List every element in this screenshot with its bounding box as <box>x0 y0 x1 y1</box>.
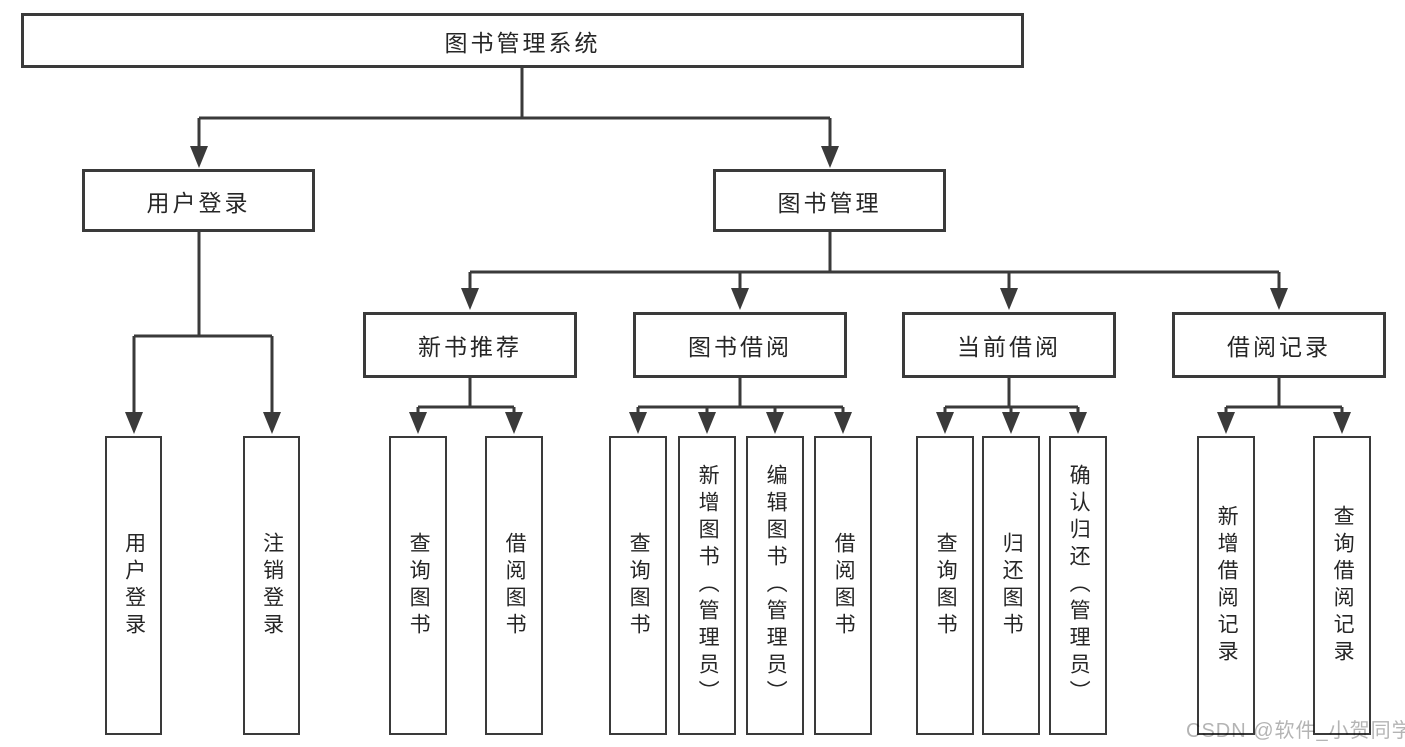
node-label: 借阅图书 <box>503 531 527 640</box>
node-label: 编辑图书（管理员） <box>764 464 788 707</box>
node-label: 查询图书 <box>627 531 651 640</box>
leaf-query-books-recommend: 查询图书 <box>389 436 447 735</box>
node-label: 图书借阅 <box>688 334 792 360</box>
node-user-login: 用户登录 <box>82 169 315 232</box>
node-label: 新增图书（管理员） <box>696 464 720 707</box>
leaf-borrow-books: 借阅图书 <box>814 436 872 735</box>
node-label: 查询借阅记录 <box>1331 504 1355 667</box>
node-label: 注销登录 <box>260 531 284 640</box>
node-book-management: 图书管理 <box>713 169 946 232</box>
leaf-borrow-books-recommend: 借阅图书 <box>485 436 543 735</box>
node-new-book-recommend: 新书推荐 <box>363 312 577 378</box>
node-label: 借阅记录 <box>1227 334 1331 360</box>
leaf-add-borrow-record: 新增借阅记录 <box>1197 436 1255 735</box>
node-current-borrowing: 当前借阅 <box>902 312 1116 378</box>
node-label: 用户登录 <box>146 189 251 216</box>
node-label: 新书推荐 <box>418 334 522 360</box>
leaf-query-books-current: 查询图书 <box>916 436 974 735</box>
node-label: 归还图书 <box>1000 531 1024 640</box>
leaf-confirm-return-admin: 确认归还（管理员） <box>1049 436 1107 735</box>
leaf-add-book-admin: 新增图书（管理员） <box>678 436 736 735</box>
leaf-query-books-borrowing: 查询图书 <box>609 436 667 735</box>
node-borrowing-records: 借阅记录 <box>1172 312 1386 378</box>
node-label: 新增借阅记录 <box>1215 504 1239 667</box>
csdn-watermark: CSDN @软件_小贺同学 <box>1186 720 1405 742</box>
node-label: 确认归还（管理员） <box>1067 464 1091 707</box>
leaf-return-books: 归还图书 <box>982 436 1040 735</box>
node-label: 查询图书 <box>407 531 431 640</box>
leaf-edit-book-admin: 编辑图书（管理员） <box>746 436 804 735</box>
leaf-query-borrow-record: 查询借阅记录 <box>1313 436 1371 735</box>
node-book-borrowing: 图书借阅 <box>633 312 847 378</box>
leaf-logout: 注销登录 <box>243 436 300 735</box>
node-label: 借阅图书 <box>832 531 856 640</box>
node-label: 查询图书 <box>934 531 958 640</box>
leaf-user-login: 用户登录 <box>105 436 162 735</box>
node-label: 图书管理系统 <box>444 29 601 56</box>
node-label: 图书管理 <box>777 189 882 216</box>
node-library-system: 图书管理系统 <box>21 13 1024 68</box>
node-label: 用户登录 <box>122 531 146 640</box>
arrowheads <box>125 146 1351 434</box>
node-label: 当前借阅 <box>957 334 1061 360</box>
